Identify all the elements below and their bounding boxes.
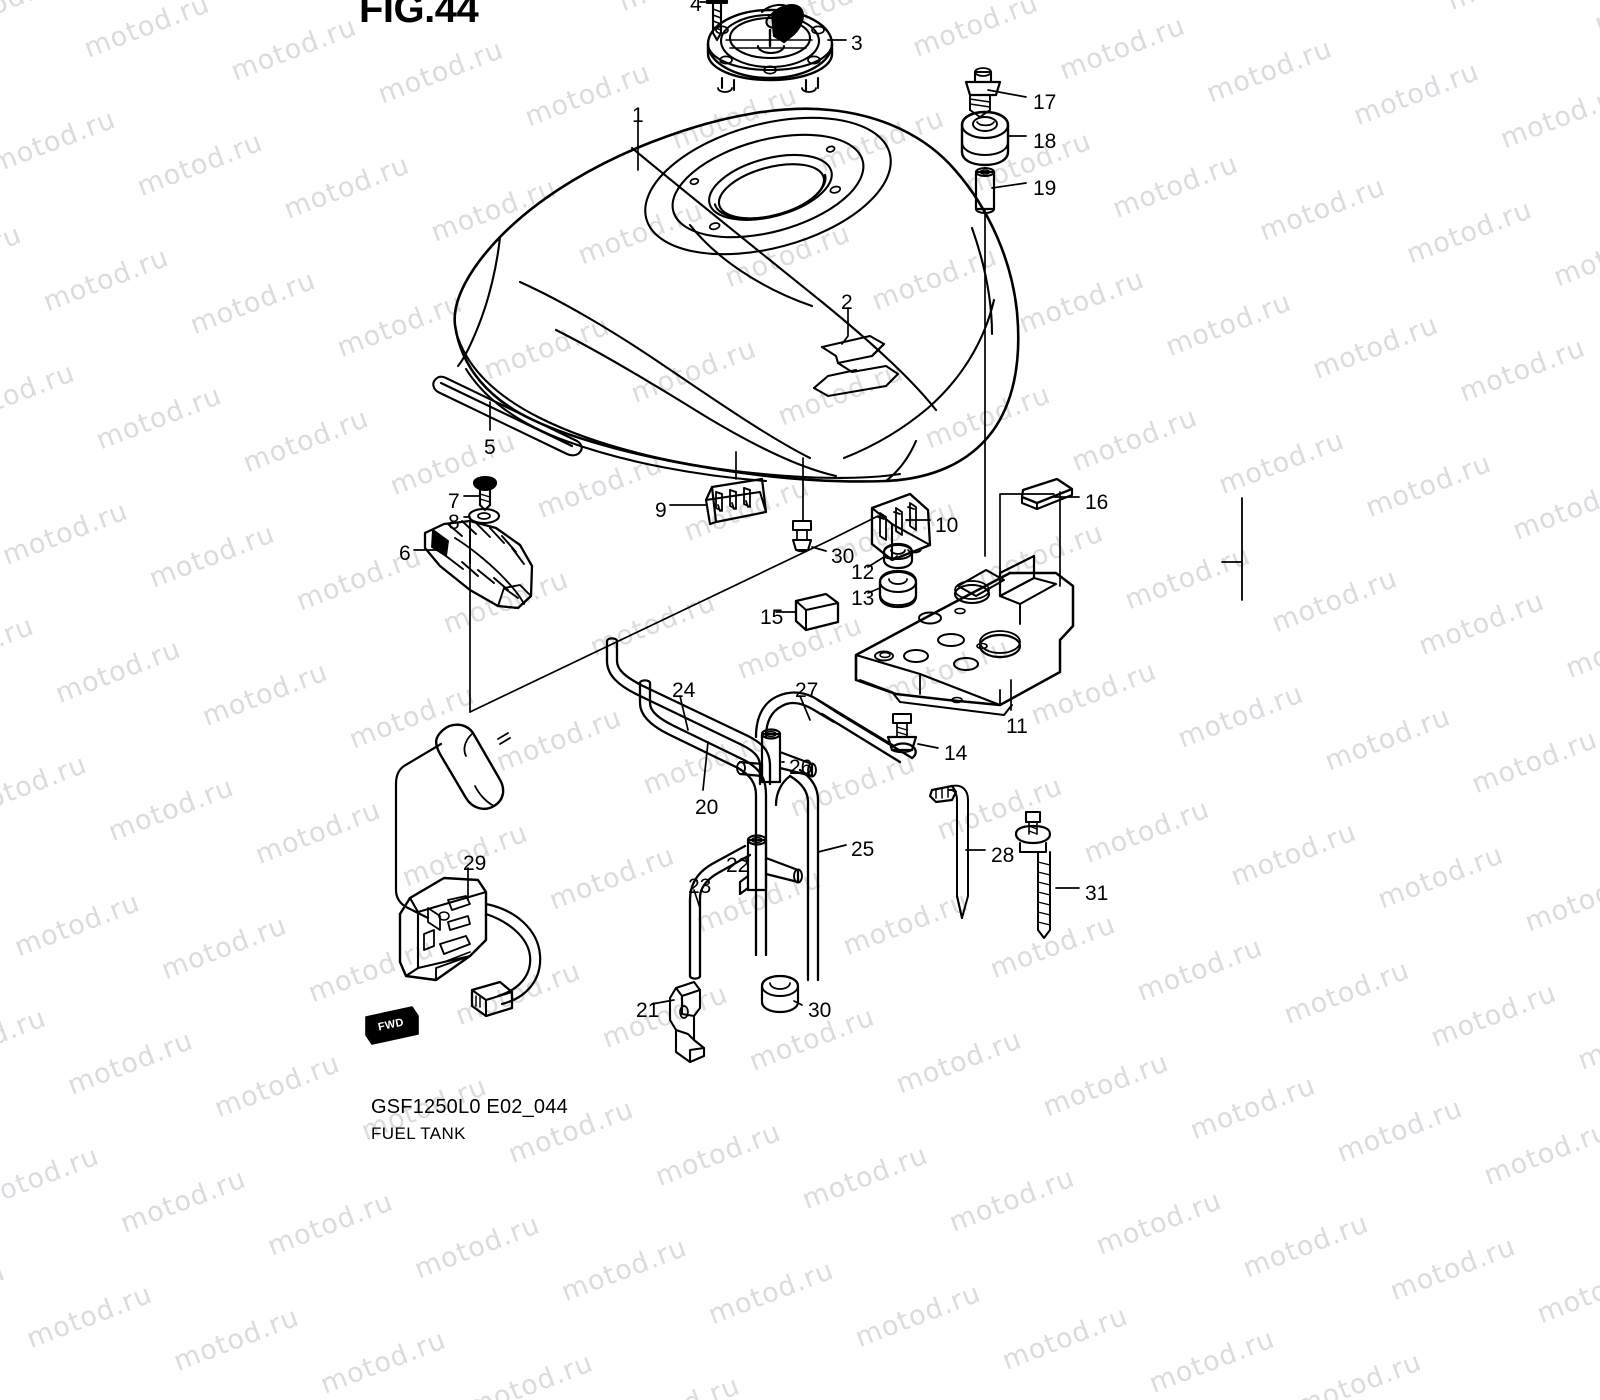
callout-tank-front-cushion: 6	[399, 542, 411, 565]
cushion-screw-art	[472, 475, 498, 512]
tank-side-cushion-strip-art	[432, 375, 583, 457]
tank-cushion-left-art	[704, 477, 768, 526]
callout-drain-hose: 25	[851, 838, 875, 861]
callout-vent-hose: 27	[795, 679, 819, 702]
callout-fuel-hose-long: 20	[695, 796, 719, 819]
callout-tank-mounting-spacer: 19	[1033, 177, 1057, 200]
callout-tank-side-cushion-strip: 5	[484, 436, 496, 459]
hose-band-clamp-art	[1014, 810, 1052, 939]
callout-plug-cap-upper: 30	[831, 545, 855, 568]
caption-part-code: GSF1250L0 E02_044	[371, 1096, 568, 1118]
tank-emblem-s-logo-art	[812, 334, 900, 398]
callout-bracket-bolt: 14	[944, 742, 968, 765]
bracket-cap-art	[882, 542, 914, 570]
tank-mounting-cushion-art	[960, 110, 1010, 167]
tank-mounting-bolt-art	[964, 67, 1002, 118]
callout-tank-emblem-s-logo: 2	[841, 291, 853, 314]
figure-title: FIG.44	[359, 0, 479, 31]
callout-hose-clamp-bracket: 21	[636, 999, 660, 1022]
callout-fuel-tank-cap-assembly: 3	[851, 32, 863, 55]
hose-clamp-bracket-art	[668, 980, 706, 1064]
leader-lines	[413, 1, 1080, 1006]
fuel-cap-assembly-art	[706, 3, 834, 93]
hose-assembly-art	[605, 637, 917, 982]
hose-t-joint-lower-art	[738, 834, 803, 896]
rubber-pad-small-art	[794, 592, 840, 632]
callout-cable-tie: 28	[991, 844, 1015, 867]
callout-tank-mounting-cushion: 18	[1033, 130, 1057, 153]
registration-mark	[1221, 497, 1243, 601]
callout-tank-cushion-right: 10	[935, 514, 959, 537]
tank-mounting-spacer-art	[974, 167, 996, 214]
callout-cap-screw: 4	[690, 0, 702, 16]
plug-cap-lower-art	[760, 974, 800, 1014]
callout-tank-mounting-bolt: 17	[1033, 91, 1057, 114]
tank-front-cushion-art	[423, 519, 534, 610]
hose-t-joint-upper-art	[736, 728, 817, 784]
callout-bracket-cap: 12	[851, 561, 875, 584]
rubber-pad-flat-art	[1020, 477, 1074, 511]
callout-fuel-pump-bracket: 11	[1006, 715, 1028, 738]
callout-tank-cushion-left: 9	[655, 499, 667, 522]
callout-bracket-grommet: 13	[851, 587, 875, 610]
plug-cap-upper-art	[791, 520, 813, 553]
fuel-pump-bracket-art	[854, 554, 1075, 716]
fwd-arrow-badge-art	[365, 1006, 419, 1045]
callout-fuel-level-sender: 29	[463, 852, 487, 875]
cushion-washer-art	[467, 507, 501, 525]
callout-fuel-tank-body: 1	[632, 104, 644, 127]
cable-tie-art	[928, 784, 969, 919]
bracket-grommet-art	[878, 569, 918, 609]
fuel-level-sender-art	[394, 723, 542, 1018]
callout-breather-hose-short: 23	[688, 875, 712, 898]
callout-rubber-pad-small: 15	[760, 606, 784, 629]
fuel-tank-body-art	[453, 107, 1020, 483]
callout-plug-cap-lower: 30	[808, 999, 832, 1022]
callout-hose-band-clamp: 31	[1085, 882, 1109, 905]
callout-rubber-pad-flat: 16	[1085, 491, 1109, 514]
callout-cushion-washer: 8	[448, 511, 460, 534]
callout-cushion-screw: 7	[448, 490, 460, 513]
callout-fuel-hose-upper: 24	[672, 679, 696, 702]
tank-cushion-right-art	[870, 492, 932, 562]
caption-part-name: FUEL TANK	[371, 1124, 466, 1143]
technical-drawing	[365, 0, 1243, 1064]
diagram-svg	[365, 0, 1243, 1064]
callout-hose-t-joint-upper: 26	[789, 756, 813, 779]
callout-hose-t-joint-lower: 22	[726, 854, 750, 877]
